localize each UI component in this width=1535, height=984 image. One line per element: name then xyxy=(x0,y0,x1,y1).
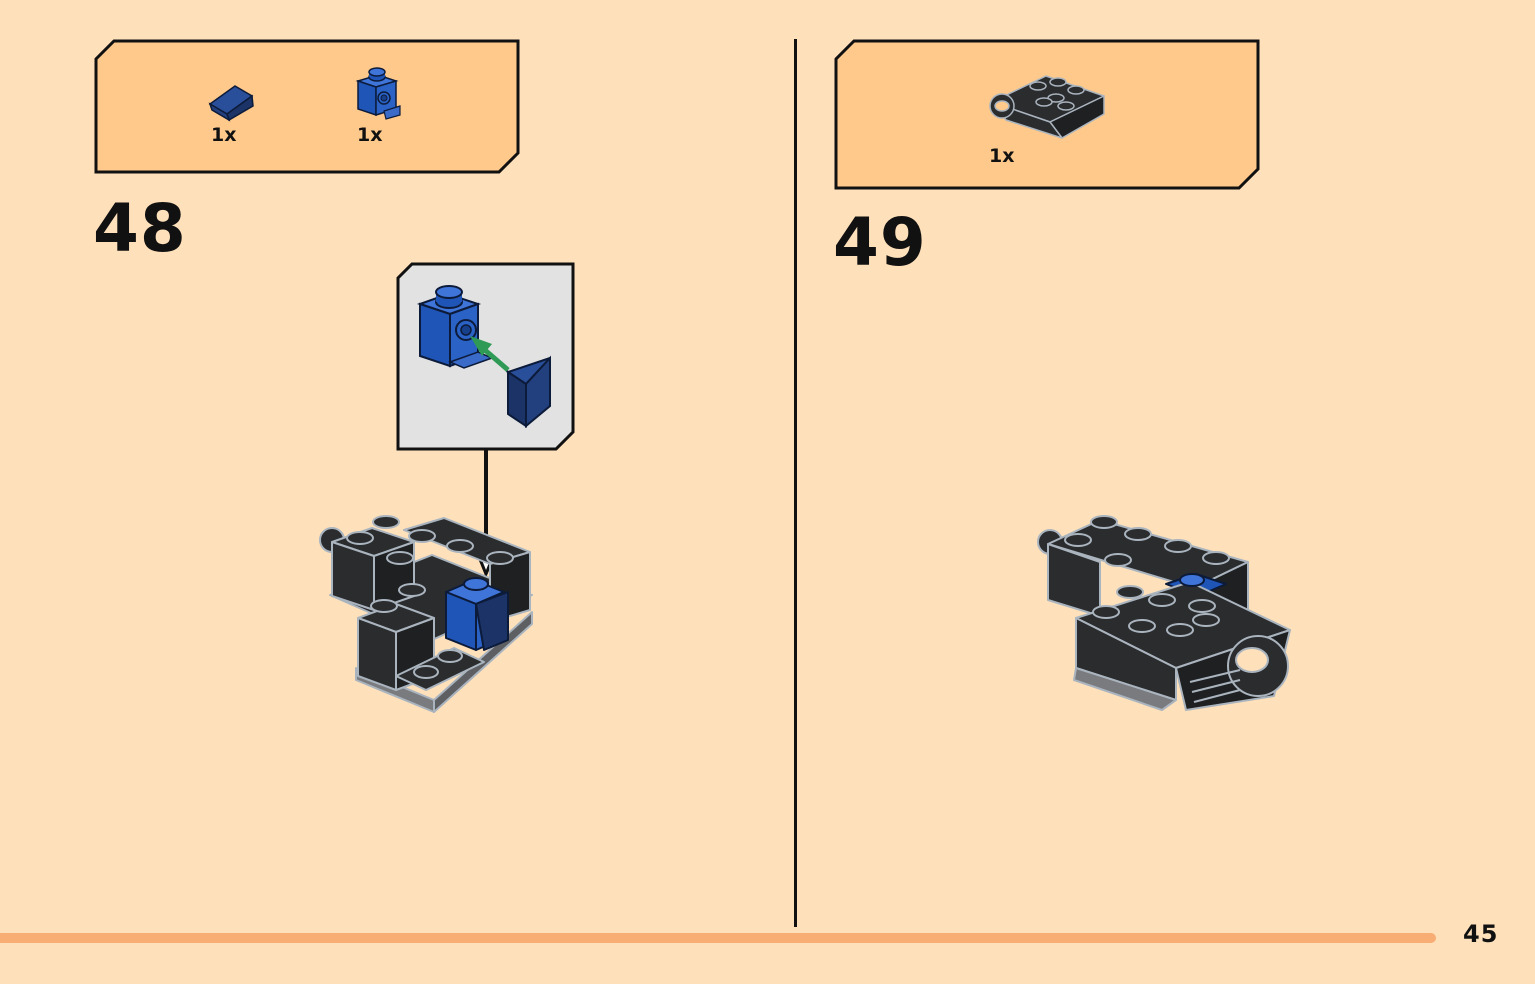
part-qty-label: 1x xyxy=(357,124,383,146)
blue-slope-brick-icon xyxy=(208,85,254,122)
footer-bar xyxy=(0,933,1436,943)
step-48-model xyxy=(319,515,533,713)
subassembly-callout xyxy=(396,262,575,451)
page-number: 45 xyxy=(1463,920,1499,948)
step-number: 49 xyxy=(833,204,927,281)
part-qty-label: 1x xyxy=(211,124,237,146)
dark-gray-ball-joint-brick-icon xyxy=(989,75,1105,139)
blue-headlight-brick-icon xyxy=(355,67,401,120)
step-number: 48 xyxy=(93,190,187,267)
step-49-model xyxy=(1037,515,1291,711)
step-48-parts-box xyxy=(94,39,520,174)
part-qty-label: 1x xyxy=(989,145,1015,167)
page-divider xyxy=(794,39,797,927)
